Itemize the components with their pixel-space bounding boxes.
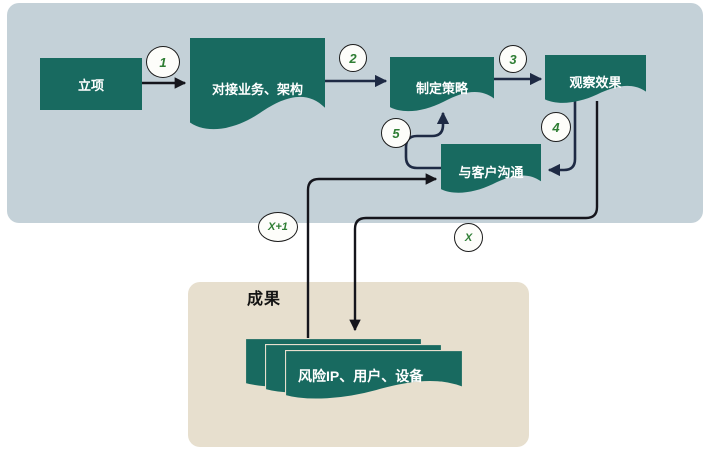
- node-integrate-label: 对接业务、架构: [211, 82, 303, 97]
- node-start: 立项: [40, 58, 142, 110]
- node-observe-label: 观察效果: [569, 75, 622, 90]
- node-integrate: 对接业务、架构: [190, 38, 325, 139]
- step-circle-5: 5: [381, 118, 411, 148]
- node-deliverable-label: 风险IP、用户、设备: [298, 367, 424, 384]
- document-shape: [545, 55, 646, 103]
- step-circle-x: X: [454, 223, 483, 252]
- step-1-label: 1: [159, 54, 167, 70]
- step-x-plus-1-label: X+1: [268, 221, 288, 233]
- document-shape: [390, 57, 494, 112]
- node-strategy-label: 制定策略: [415, 80, 468, 96]
- step-circle-2: 2: [339, 44, 367, 72]
- node-start-label: 立项: [77, 77, 104, 93]
- step-circle-3: 3: [499, 45, 527, 73]
- step-5-label: 5: [392, 125, 400, 141]
- node-strategy: 制定策略: [390, 57, 494, 117]
- node-observe: 观察效果: [545, 55, 646, 108]
- node-communicate-label: 与客户沟通: [458, 164, 524, 180]
- document-shape: [285, 350, 463, 405]
- results-region-title: 成果: [247, 291, 282, 308]
- step-4-label: 4: [552, 119, 560, 135]
- step-circle-1: 1: [146, 46, 180, 78]
- step-x-label: X: [464, 231, 473, 244]
- process-region: [7, 3, 703, 223]
- step-2-label: 2: [349, 50, 357, 66]
- step-3-label: 3: [509, 51, 517, 67]
- document-shape: [441, 144, 541, 193]
- step-circle-x-plus-1: X+1: [258, 212, 298, 242]
- step-circle-4: 4: [541, 112, 571, 142]
- document-shape: [190, 38, 325, 130]
- node-communicate: 与客户沟通: [441, 144, 541, 198]
- node-deliverable: 风险IP、用户、设备: [285, 350, 463, 405]
